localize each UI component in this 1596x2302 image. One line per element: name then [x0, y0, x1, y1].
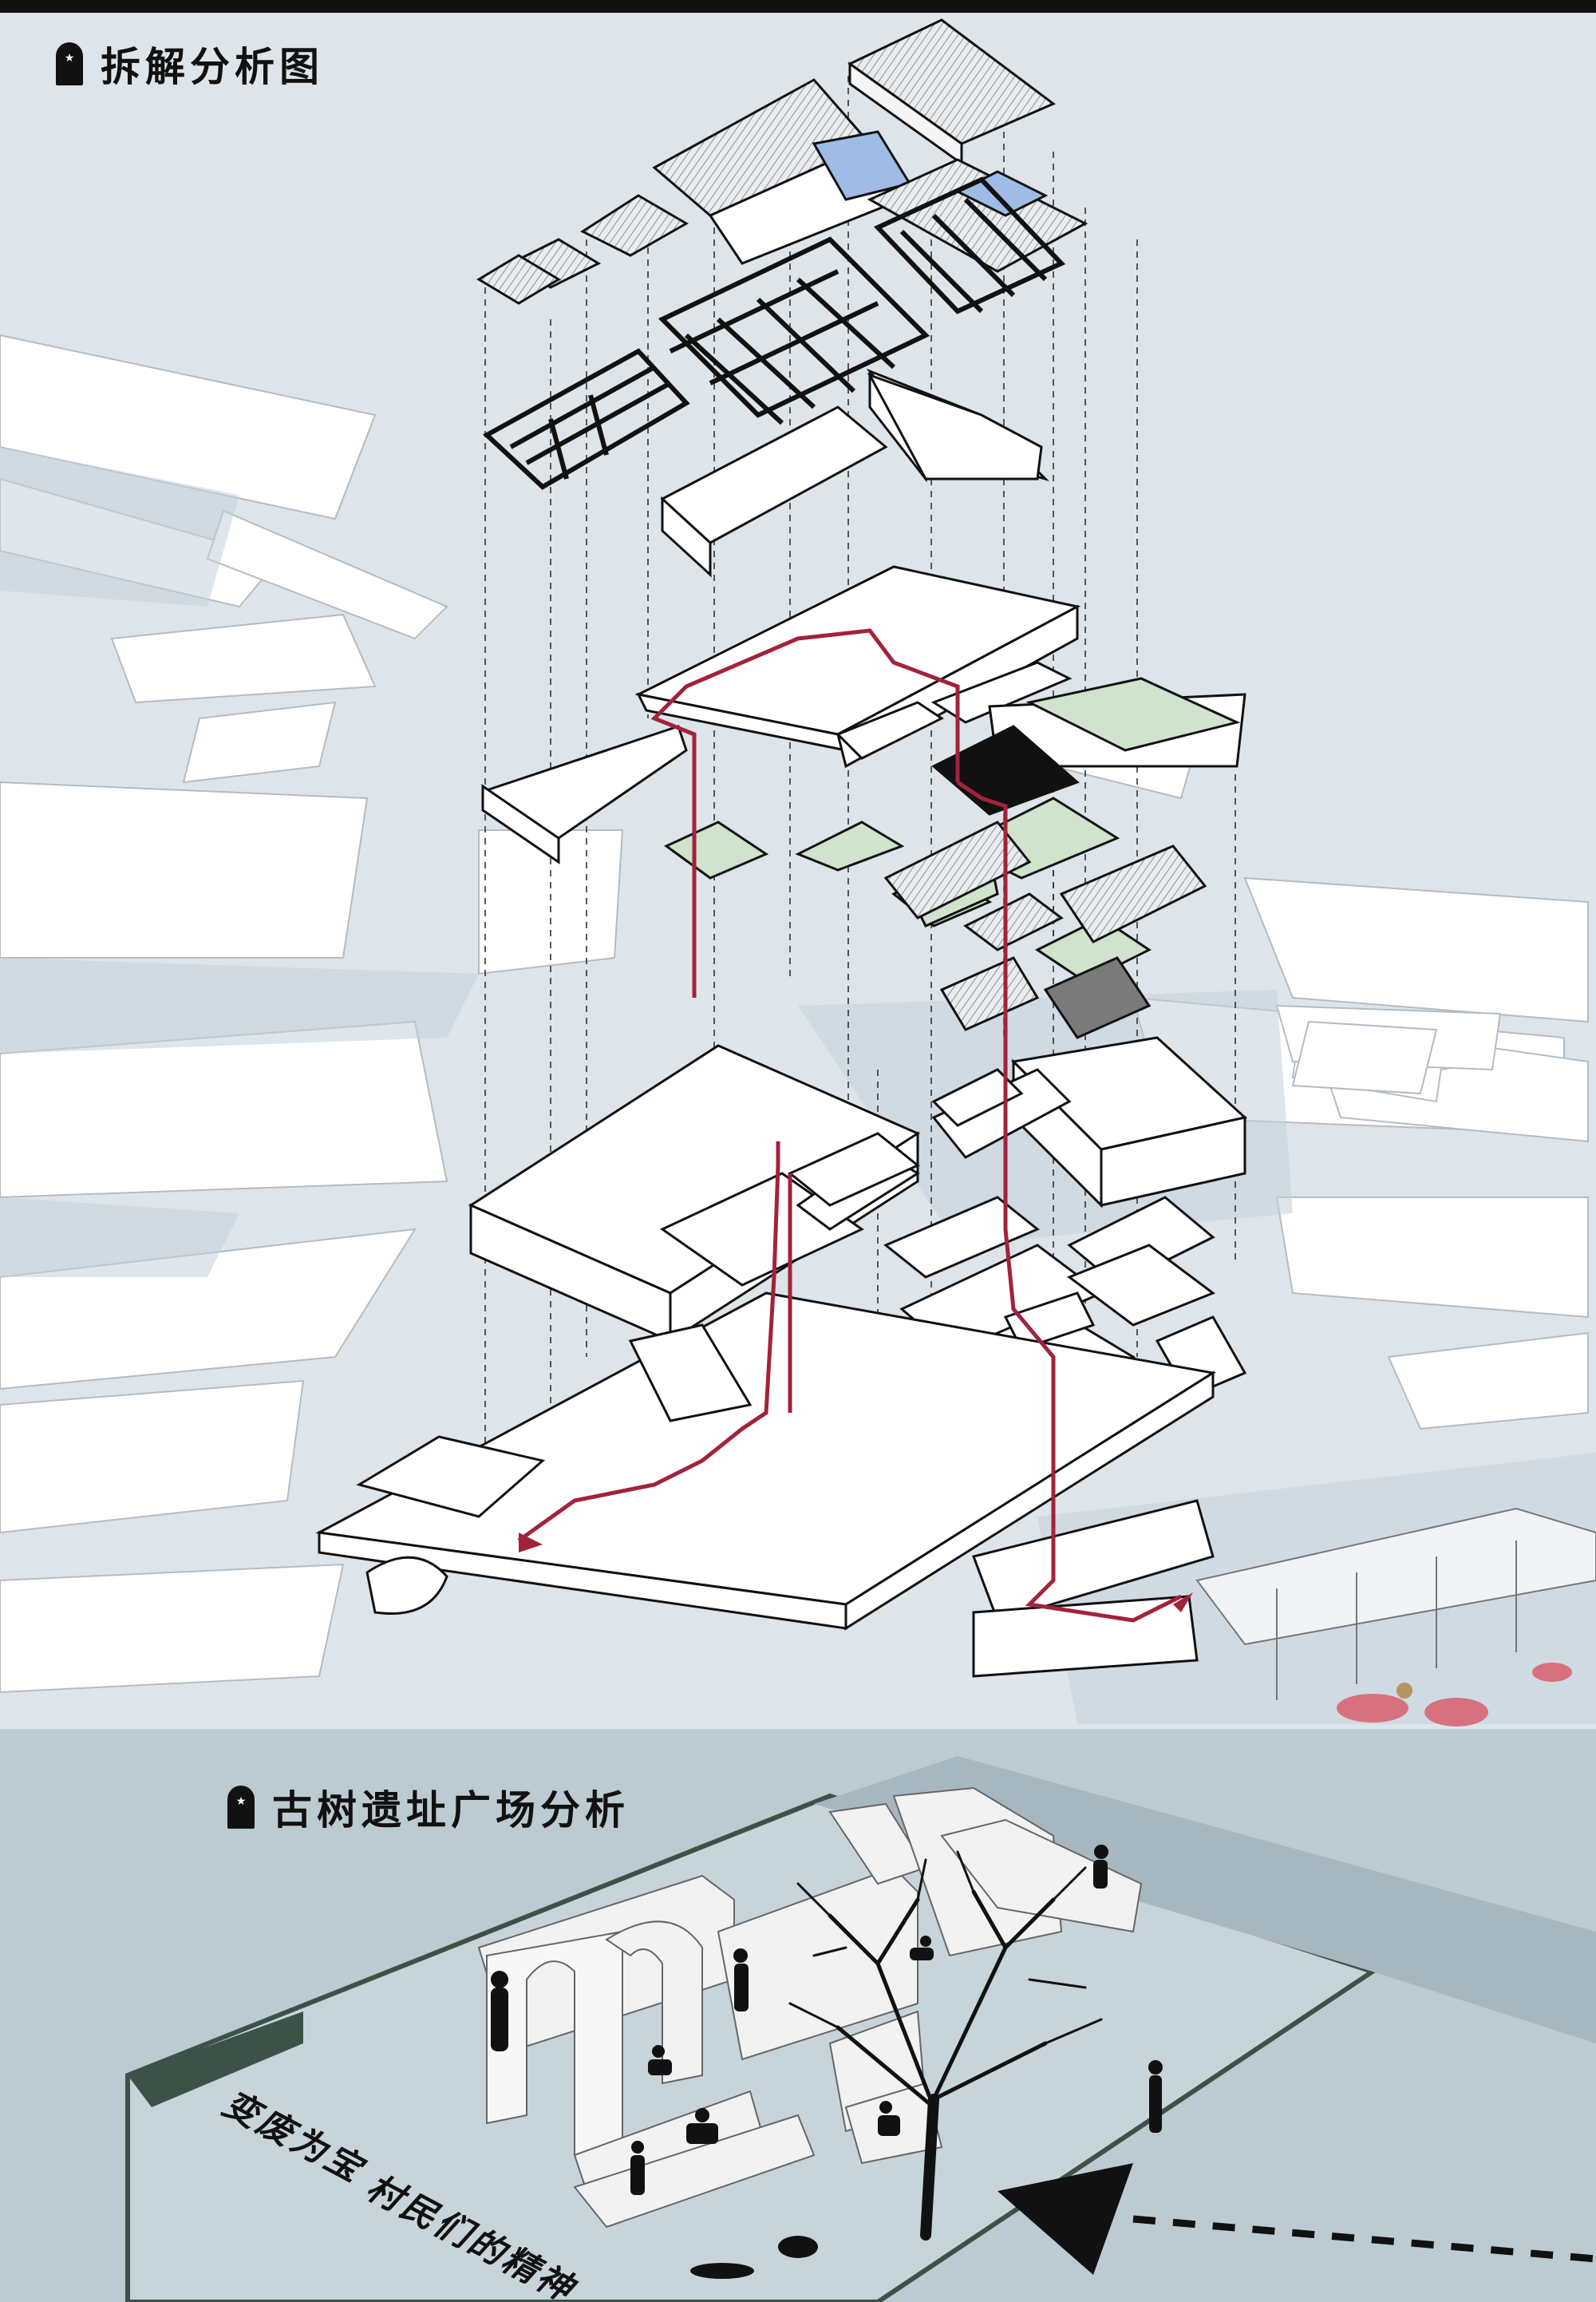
plaza-title: 古树遗址广场分析 — [272, 1786, 630, 1833]
route-start-arrow — [519, 1533, 543, 1552]
route-end-arrow — [1173, 1592, 1193, 1612]
dancer-figures — [1337, 1663, 1572, 1726]
ancient-tree — [788, 1850, 1103, 2241]
top-border — [0, 0, 1596, 13]
plaza-heading: ★ 古树遗址广场分析 — [227, 1778, 630, 1836]
circulation-route — [517, 628, 1183, 1623]
exploded-diagram-heading: ★ 拆解分析图 — [56, 35, 324, 93]
canopy-structure — [1195, 1507, 1596, 1700]
wall-layer — [481, 368, 1246, 983]
silhouette-people — [491, 1845, 1163, 2279]
exploded-diagram-title: 拆解分析图 — [101, 43, 324, 90]
arch-door-star-icon: ★ — [227, 1786, 255, 1829]
base-plinth — [315, 1291, 1217, 1678]
roof-layer — [476, 18, 1088, 305]
entry-arrow — [998, 2163, 1596, 2275]
ground-floor-blocks — [468, 1036, 1248, 1414]
timber-frame-layer — [482, 176, 1066, 490]
village-context-massing — [0, 334, 1589, 1694]
arch-door-star-icon: ★ — [56, 42, 83, 85]
